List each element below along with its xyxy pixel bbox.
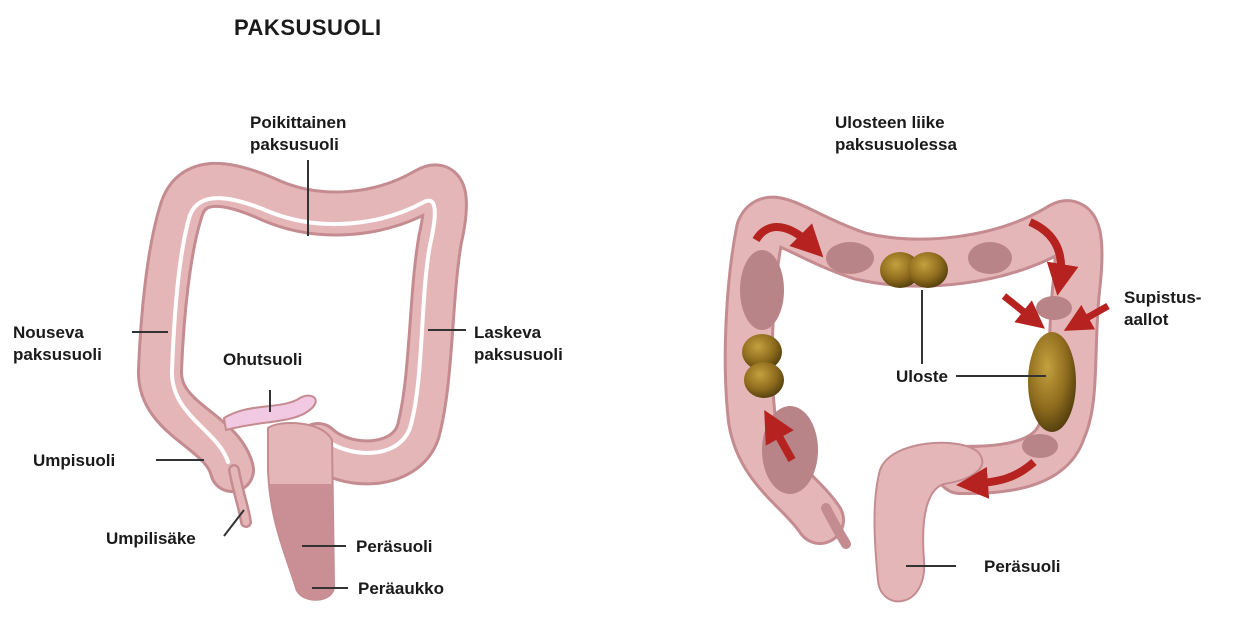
- feces-mass-top-b: [908, 252, 948, 288]
- label-feces: Uloste: [896, 366, 948, 388]
- label-ascending-colon: Nouseva paksusuoli: [13, 322, 102, 366]
- label-rectum-left: Peräsuoli: [356, 536, 433, 558]
- label-small-intestine: Ohutsuoli: [223, 349, 302, 371]
- dark-segment-top-left: [826, 242, 874, 274]
- dark-segment-left-upper: [740, 250, 784, 330]
- dark-segment-right-upper: [1036, 296, 1072, 320]
- label-descending-colon: Laskeva paksusuoli: [474, 322, 563, 366]
- label-contraction-waves: Supistus- aallot: [1124, 287, 1201, 331]
- label-transverse-colon: Poikittainen paksusuoli: [250, 112, 346, 156]
- label-appendix: Umpilisäke: [106, 528, 196, 550]
- rectum-lower-shade: [270, 484, 334, 600]
- feces-mass-right: [1028, 332, 1076, 432]
- feces-mass-left-b: [744, 362, 784, 398]
- label-cecum: Umpisuoli: [33, 450, 115, 472]
- arrow-squeeze-left: [1004, 296, 1034, 320]
- label-rectum-right: Peräsuoli: [984, 556, 1061, 578]
- left-diagram-title: PAKSUSUOLI: [234, 17, 382, 39]
- dark-segment-top-right: [968, 242, 1012, 274]
- right-rectum-shape: [875, 443, 983, 602]
- right-feces-movement: [740, 221, 1108, 602]
- label-anus: Peräaukko: [358, 578, 444, 600]
- dark-segment-right-lower: [1022, 434, 1058, 458]
- right-diagram-title: Ulosteen liike paksusuolessa: [835, 112, 957, 156]
